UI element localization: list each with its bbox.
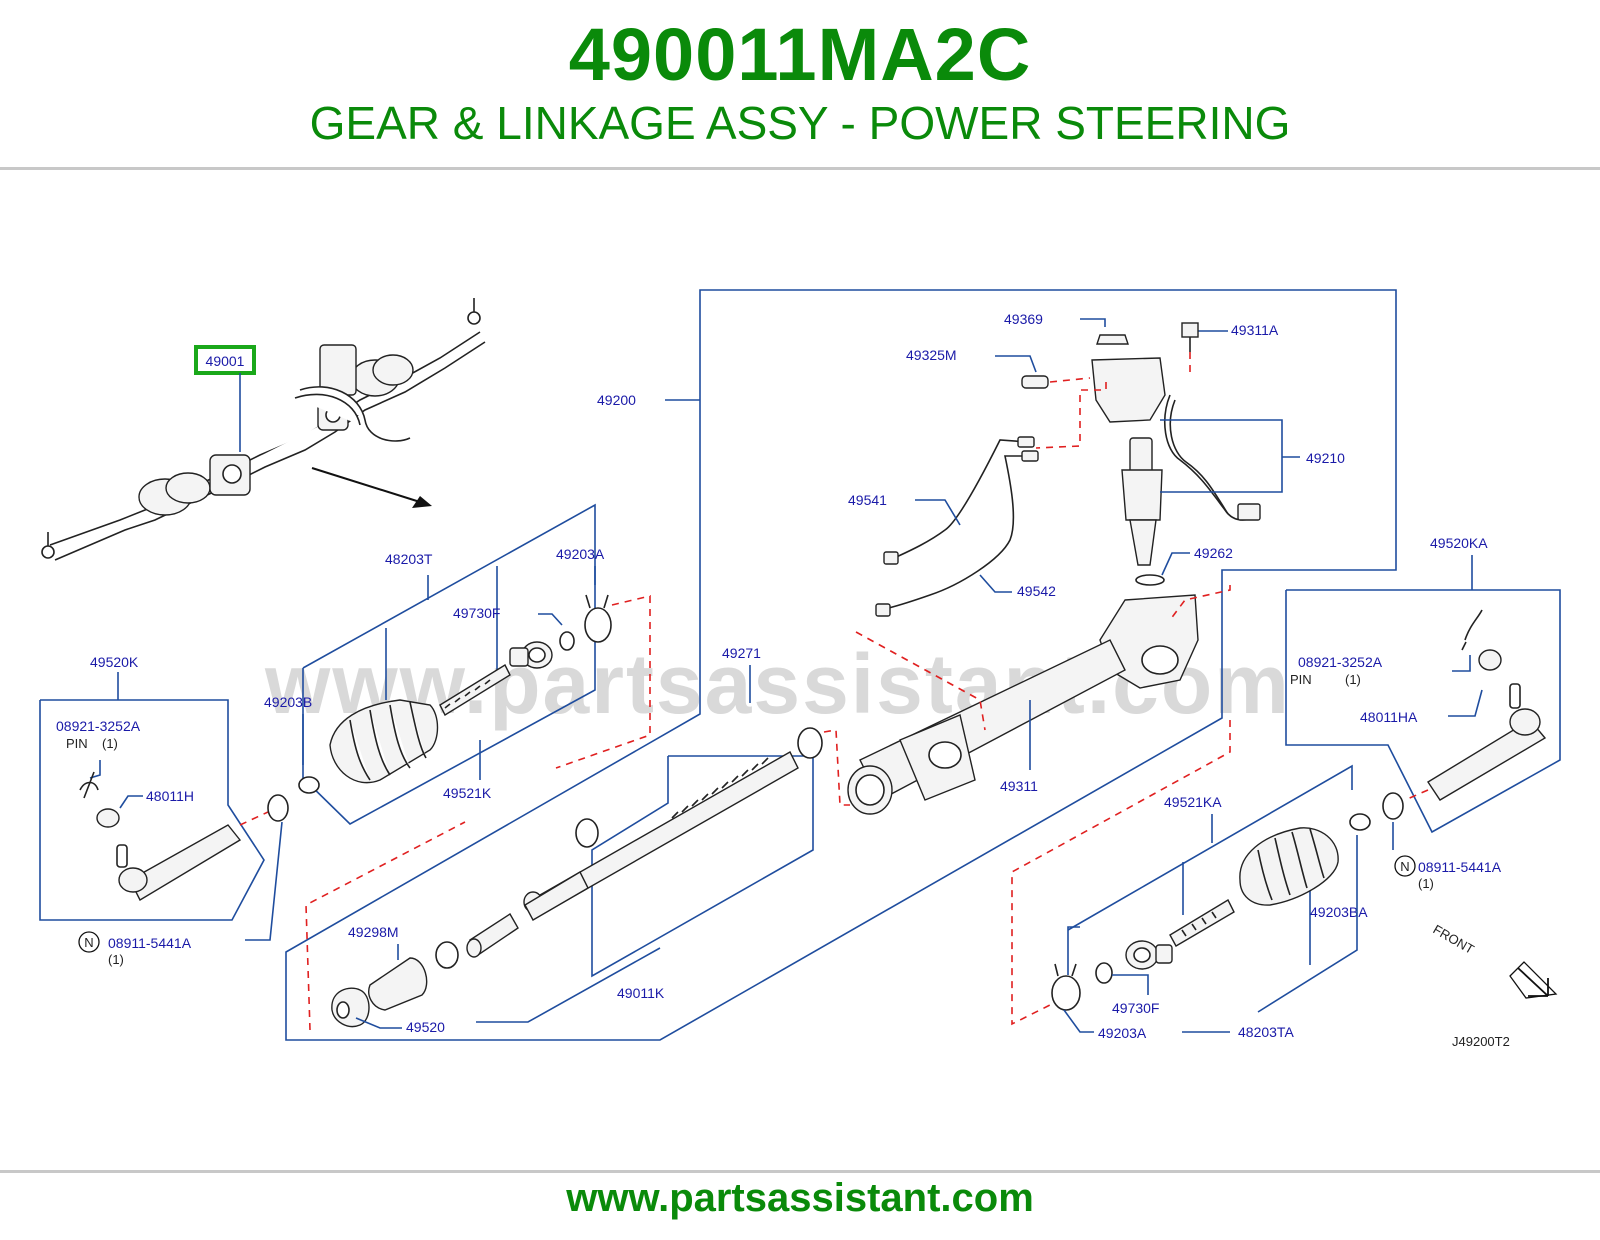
callout-49369: 49369 — [1004, 311, 1043, 327]
bracket-49520K — [39, 699, 265, 921]
dust-seal-right — [1382, 792, 1404, 820]
callout-49730F-upper: 49730F — [453, 605, 500, 621]
rack-inner-parts — [466, 871, 589, 958]
footer-url[interactable]: www.partsassistant.com — [566, 1176, 1034, 1220]
callout-49542: 49542 — [1017, 583, 1056, 599]
clamp-49203A-lower — [1051, 975, 1081, 1011]
valve-housing-49210 — [1091, 357, 1261, 566]
direction-arrow-line — [311, 467, 421, 503]
inner-tie-rod-left — [439, 641, 553, 716]
callout-49311: 49311 — [1000, 778, 1038, 794]
n-marker-left: N — [84, 935, 93, 950]
callout-48203TA: 48203TA — [1238, 1024, 1294, 1040]
pin-qty-left: (1) — [102, 736, 118, 751]
callout-49203B: 49203B — [264, 694, 312, 710]
callout-48011H: 48011H — [146, 788, 194, 804]
callout-49210: 49210 — [1306, 450, 1345, 466]
nut-48011H — [96, 808, 120, 828]
footer-divider — [0, 1170, 1600, 1173]
nut-qty-right: (1) — [1418, 876, 1434, 891]
callout-49200: 49200 — [597, 392, 636, 408]
direction-arrow-head — [412, 496, 432, 508]
part-description: GEAR & LINKAGE ASSY - POWER STEERING — [309, 97, 1291, 149]
seal-49262 — [1135, 574, 1165, 586]
bolt-49311A — [1181, 322, 1199, 338]
washer-49730F-upper — [559, 631, 575, 651]
clamp-49203BA — [1349, 813, 1371, 831]
hydraulic-lines-49541-49542 — [875, 436, 1039, 617]
callout-49730F-lower: 49730F — [1112, 1000, 1159, 1016]
clamp-49203A-upper — [584, 607, 612, 643]
callout-08911-5441A-left: 08911-5441A — [108, 935, 192, 951]
gear-housing-49311 — [847, 594, 1199, 815]
nut-qty-left: (1) — [108, 952, 124, 967]
boot-49521KA — [1239, 827, 1339, 906]
header-divider — [0, 167, 1600, 170]
outer-tie-rod-left — [116, 824, 242, 901]
dust-seal-left — [267, 794, 289, 822]
bracket-49200 — [285, 289, 1397, 1041]
n-marker-right: N — [1400, 859, 1409, 874]
callout-48203T: 48203T — [385, 551, 433, 567]
pin-label-left: PIN — [66, 736, 88, 751]
pin-label-right: PIN — [1290, 672, 1312, 687]
highlighted-part-box — [194, 345, 256, 375]
seal-ring-49271 — [797, 727, 823, 759]
seal-ring-upper — [575, 818, 599, 848]
callout-49001: 49001 — [206, 353, 245, 369]
callout-49520K: 49520K — [90, 654, 139, 670]
callout-48011HA: 48011HA — [1360, 709, 1418, 725]
assembly-overview-illustration — [41, 298, 486, 561]
callout-49271: 49271 — [722, 645, 761, 661]
bushing-49298M — [368, 957, 428, 1011]
front-direction-label: FRONT — [1431, 922, 1477, 957]
callout-08921-3252A-left: 08921-3252A — [56, 718, 141, 734]
washer-49730F-lower — [1095, 962, 1113, 984]
parts-diagram: www.partsassistant.com 49001 49200 49369… — [39, 289, 1561, 1049]
callout-49520: 49520 — [406, 1019, 445, 1035]
bracket-49520KA — [1285, 589, 1561, 834]
callout-49325M: 49325M — [906, 347, 957, 363]
callout-49203BA: 49203BA — [1310, 904, 1368, 920]
boot-49521K — [329, 699, 439, 784]
pin-qty-right: (1) — [1345, 672, 1361, 687]
nut-48011HA — [1478, 649, 1502, 671]
outer-tie-rod-right — [1427, 683, 1547, 801]
callout-49203A-upper: 49203A — [556, 546, 605, 562]
figure-code: J49200T2 — [1452, 1034, 1510, 1049]
callout-49262: 49262 — [1194, 545, 1233, 561]
clamp-49203B — [298, 776, 320, 794]
part-number-title: 490011MA2C — [568, 13, 1032, 96]
cap-49369 — [1096, 334, 1129, 345]
inner-tie-rod-right — [1125, 899, 1235, 970]
callout-49541: 49541 — [848, 492, 887, 508]
cotter-pin-right — [1461, 609, 1483, 651]
callout-49521K: 49521K — [443, 785, 492, 801]
callout-49298M: 49298M — [348, 924, 399, 940]
fitting-49325M — [1021, 375, 1049, 389]
callout-49521KA: 49521KA — [1164, 794, 1222, 810]
cotter-pin-left — [79, 771, 99, 799]
callout-49520KA: 49520KA — [1430, 535, 1488, 551]
callout-49203A-lower: 49203A — [1098, 1025, 1147, 1041]
callout-49011K: 49011K — [617, 985, 665, 1001]
callout-08921-3252A-right: 08921-3252A — [1298, 654, 1383, 670]
callout-49311A: 49311A — [1231, 322, 1279, 338]
callout-08911-5441A-right: 08911-5441A — [1418, 859, 1502, 875]
seal-ring-lower — [435, 941, 459, 969]
